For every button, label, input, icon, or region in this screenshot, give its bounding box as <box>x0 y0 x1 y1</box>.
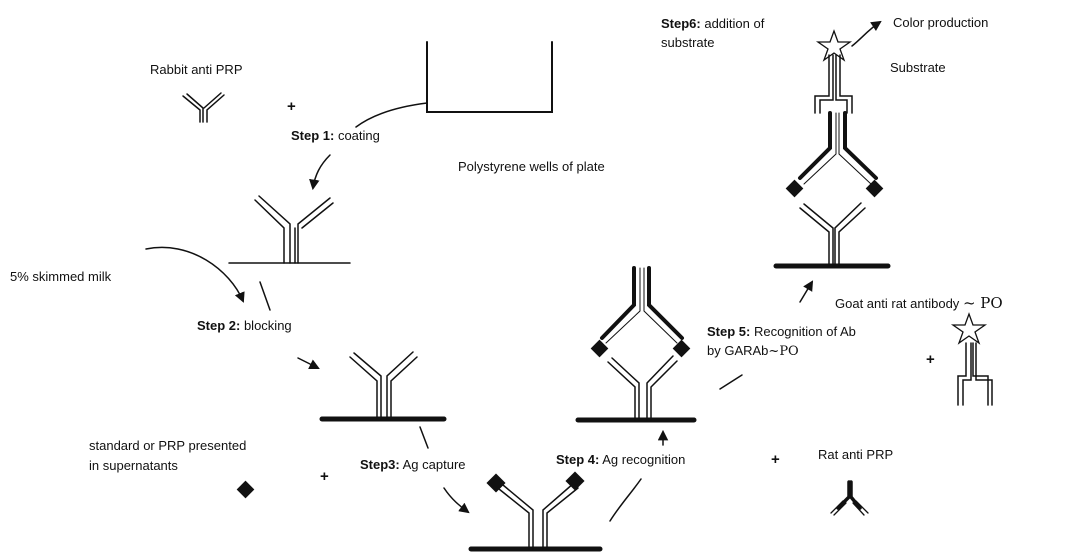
rabbit-antibody-icon <box>182 92 225 123</box>
skimmed-milk-label: 5% skimmed milk <box>10 269 112 284</box>
step5-line2a: by GARAb <box>707 343 769 358</box>
substrate-label: Substrate <box>890 60 946 75</box>
step5-label-line2: by GARAb~PO <box>707 342 799 360</box>
star-icon <box>815 29 853 62</box>
plus-sign-4: + <box>926 351 935 368</box>
standard-label-line2: in supernatants <box>89 458 178 473</box>
color-production-label: Color production <box>893 15 989 30</box>
po-star-icon <box>950 312 988 345</box>
arrow-step1 <box>309 154 331 191</box>
goat-anti-rat-suffix: ~ PO <box>962 294 1003 312</box>
rabbit-anti-prp-label: Rabbit anti PRP <box>150 62 243 77</box>
arrow-step3 <box>443 487 470 514</box>
antigen-diamond-icon <box>236 480 255 499</box>
plus-sign-1: + <box>287 98 296 115</box>
arrow-skimmed-milk <box>145 246 245 303</box>
coated-antibody <box>228 195 351 264</box>
plus-sign-3: + <box>771 451 780 468</box>
polystyrene-well <box>426 41 553 113</box>
arrow-step2 <box>297 357 320 369</box>
step6-text: addition of <box>700 16 765 31</box>
step5-label: Step 5: Recognition of Ab <box>707 323 856 340</box>
step4-label: Step 4: Ag recognition <box>556 451 685 468</box>
step4-bold: Step 4: <box>556 452 600 467</box>
step1-text: coating <box>334 128 380 143</box>
goat-antibody-po-icon <box>950 312 993 406</box>
step4-text: Ag recognition <box>599 452 686 467</box>
step6-label-line2: substrate <box>661 35 715 50</box>
blocked-antibody <box>319 351 447 422</box>
step1-label: Step 1: coating <box>291 127 380 144</box>
step6-bold: Step6: <box>661 16 701 31</box>
rat-antibody-icon <box>830 480 869 516</box>
step2-bold: Step 2: <box>197 318 241 333</box>
plus-sign-2: + <box>320 468 329 485</box>
step1-bold: Step 1: <box>291 128 335 143</box>
step2-label: Step 2: blocking <box>197 317 292 334</box>
step2-text: blocking <box>240 318 292 333</box>
goat-anti-rat-text: Goat anti rat antibody <box>835 296 960 311</box>
captured-antigen-antibody <box>468 471 603 552</box>
arrow-step5 <box>799 280 814 303</box>
polystyrene-label: Polystyrene wells of plate <box>458 159 605 174</box>
step3-text: Ag capture <box>399 457 466 472</box>
rat-antibody-complex <box>575 266 697 423</box>
goat-anti-rat-label: Goat anti rat antibody ~ PO <box>835 295 1003 312</box>
step5-text: Recognition of Ab <box>750 324 856 339</box>
step6-label: Step6: addition of <box>661 15 764 32</box>
full-sandwich-complex <box>773 20 891 269</box>
step3-label: Step3: Ag capture <box>360 456 466 473</box>
step5-line2b: ~PO <box>768 344 799 359</box>
step5-bold: Step 5: <box>707 324 751 339</box>
step3-bold: Step3: <box>360 457 400 472</box>
coating-curve <box>355 102 428 128</box>
rat-anti-prp-label: Rat anti PRP <box>818 447 894 462</box>
standard-label-line1: standard or PRP presented <box>89 438 247 453</box>
